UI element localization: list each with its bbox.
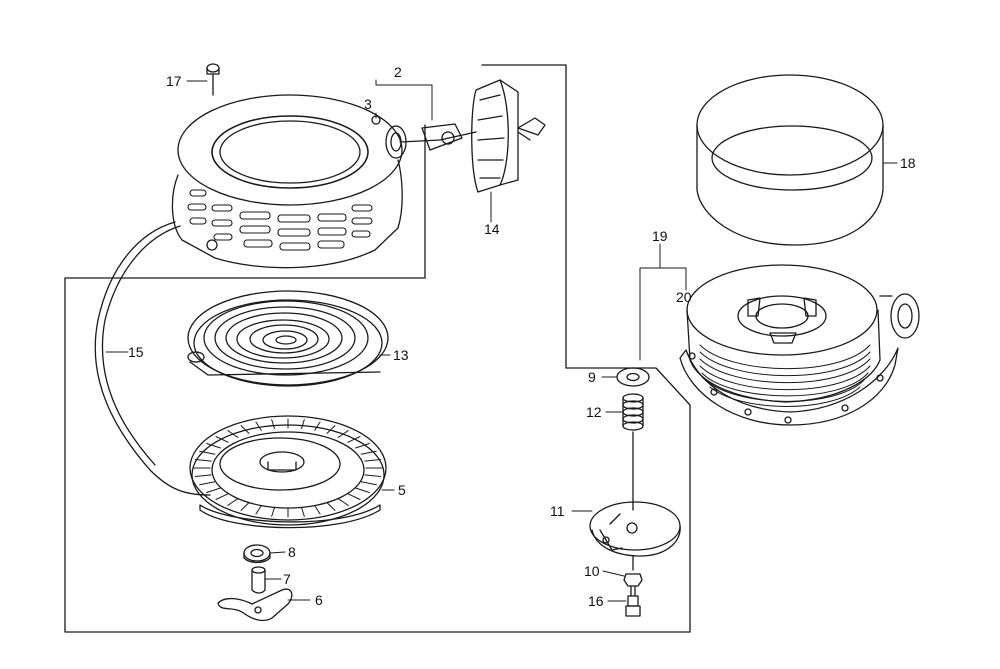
reel-slot [360,450,377,455]
reel-slot [199,481,216,486]
spiral-spring [187,290,389,387]
reel-slot [337,498,349,506]
callout-9: 9 [588,369,596,385]
reel-slot [314,421,321,431]
ratchet [217,588,293,622]
reel-slot [194,474,212,477]
reel-slot [347,436,361,443]
reel-slot [240,502,250,511]
callout-11: 11 [550,503,565,519]
reel-slot [326,425,336,434]
callout-2: 2 [394,64,402,80]
ratchet-pin [251,566,266,594]
callout-3: 3 [364,96,372,112]
reel-slot [271,419,275,430]
callout-20: 20 [676,289,692,305]
starter-grip [399,79,546,193]
flange-bolt [206,63,220,96]
starter-reel [189,415,387,529]
reel-washer [243,544,271,564]
callout-13: 13 [393,347,409,363]
callout-6: 6 [315,592,323,608]
friction-washer [616,367,650,387]
set-nut [623,573,643,587]
reel-slot [206,443,221,449]
callout-17: 17 [166,73,182,89]
reel-slot [347,493,361,500]
callout-7: 7 [283,571,291,587]
callout-labels: 2 3 17 14 13 15 5 8 7 6 9 12 11 10 16 18… [128,64,916,609]
callout-8: 8 [288,544,296,560]
callout-14: 14 [484,221,500,237]
leader-lines [105,79,898,602]
reel-slot [301,506,305,517]
reel-slot [206,487,221,493]
starter-case [171,94,407,269]
cover-band [696,74,884,246]
reel-slot [355,443,370,449]
callout-15: 15 [128,344,144,360]
starter-rope [94,221,211,496]
callout-5: 5 [398,482,406,498]
reel-slot [337,430,349,438]
friction-plate [589,501,681,571]
friction-spring [622,393,644,511]
reel-slot [199,450,216,455]
callout-19: 19 [652,228,668,244]
callout-16: 16 [588,593,604,609]
assembly-boundary-left [64,64,691,633]
reel-slot [301,419,305,430]
reel-slot [227,498,239,506]
reel-slot [194,459,212,462]
reel-slot [215,436,229,443]
reel-slot [355,487,370,493]
reel-slot [271,506,275,517]
reel-slot [255,421,262,431]
reel-slot [314,505,321,515]
reel-slot [364,474,382,477]
reel-slot [360,481,377,486]
reel-slot [364,459,382,462]
reel-slot [326,502,336,511]
starter-assembly [679,264,920,426]
reel-slot [227,430,239,438]
reel-slot [215,493,229,500]
reel-slot [240,425,250,434]
callout-18: 18 [900,155,916,171]
reel-slot [255,505,262,515]
callout-10: 10 [584,563,600,579]
callout-12: 12 [586,404,602,420]
set-bolt [625,585,641,617]
